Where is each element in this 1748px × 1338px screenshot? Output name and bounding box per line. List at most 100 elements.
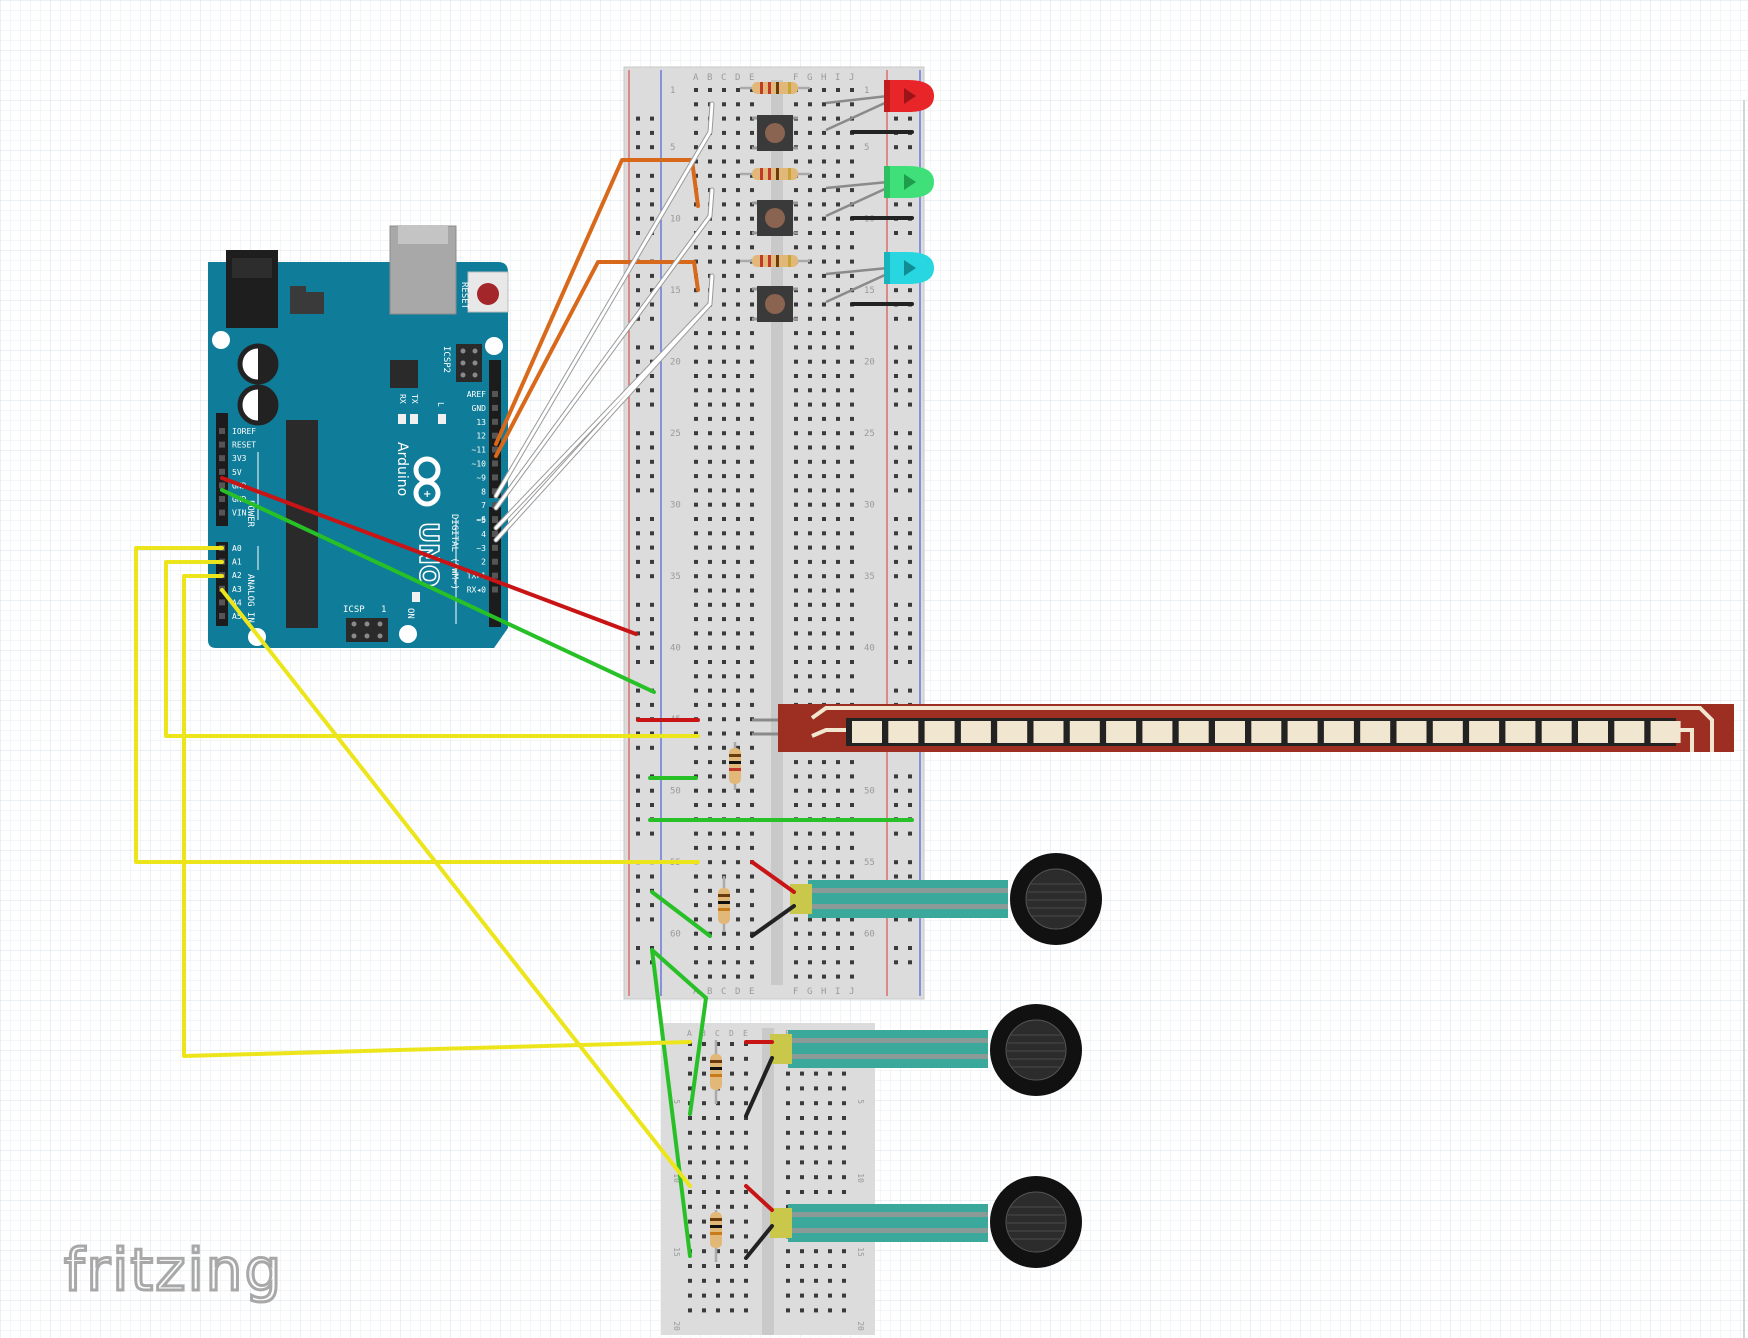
digital-pin-label: ~3 [476,544,486,553]
resistor-fsr-2[interactable] [710,1040,722,1104]
push-button-2[interactable] [752,200,798,236]
wires-yellow[interactable] [134,546,700,1188]
row-label: 20 [670,358,681,368]
column-label: C [721,73,726,83]
column-label: J [849,987,854,997]
column-label: J [849,73,854,83]
wires-orange[interactable] [494,158,700,458]
column-label: C [715,1029,720,1038]
resistor-flex[interactable] [729,742,741,790]
wires-black[interactable] [744,904,796,1260]
flex-sensor[interactable] [752,704,1734,752]
digital-pin-label: RX◂0 [467,586,486,595]
wires-white[interactable] [493,101,715,543]
digital-label: DIGITAL (PWM~) [449,514,459,590]
digital-pin-label: GND [472,404,487,413]
row-label: 15 [856,1247,865,1257]
row-label: 35 [670,572,681,582]
column-label: F [785,1029,790,1038]
fritzing-watermark: fritzing [64,1236,283,1304]
rx-label: RX [398,394,407,404]
analog-pin-label: A0 [232,544,242,553]
column-label: D [729,1029,734,1038]
row-label: 60 [864,930,875,940]
arduino-uno[interactable]: RESET ICSP2 TX RX L + Arduino UNO ON ICS… [208,225,509,648]
column-label: A [693,987,699,997]
column-label: E [749,987,754,997]
row-label: 20 [672,1321,681,1331]
digital-pin-label: TX▸1 [467,572,486,581]
column-label: A [687,1029,692,1038]
column-label: B [707,73,712,83]
resistor-led-red[interactable] [740,82,810,94]
row-label: 15 [864,286,875,296]
wires-green[interactable] [220,488,914,1258]
row-label: 55 [864,858,875,868]
row-label: 10 [670,215,681,225]
icsp-pin1-label: 1 [381,605,386,615]
column-label: B [701,1029,706,1038]
row-label: 60 [670,930,681,940]
digital-pin-label: ~6 [476,515,486,524]
column-label: F [793,987,798,997]
row-label: 5 [670,143,675,153]
on-label: ON [405,608,415,619]
ground-jumpers[interactable] [850,130,914,306]
reset-button[interactable] [467,271,509,313]
digital-pin-label: 12 [476,432,486,441]
column-label: I [835,73,840,83]
led-green[interactable] [825,166,934,218]
digital-pin-label: 7 [481,501,486,510]
analog-pin-label: A3 [232,585,242,594]
column-label: E [749,73,754,83]
analog-pin-label: A1 [232,558,242,567]
analog-pin-label: A5 [232,612,242,621]
column-label: G [807,73,812,83]
force-sensor-2[interactable] [770,1004,1082,1096]
row-label: 30 [864,501,875,511]
row-label: 20 [856,1321,865,1331]
analog-label: ANALOG IN [245,574,255,623]
digital-pin-label: ~10 [472,460,487,469]
row-label: 30 [670,501,681,511]
digital-pin-label: 2 [481,558,486,567]
row-label: 25 [670,429,681,439]
row-label: 40 [670,644,681,654]
digital-pin-label: ~5 [476,516,486,525]
digital-pin-label: 8 [481,487,486,496]
digital-pin-label: AREF [467,390,486,399]
l-led-label: L [436,402,445,407]
led-red[interactable] [825,80,934,132]
resistor-fsr-1[interactable] [718,876,730,932]
digital-pin-label: ~9 [476,473,486,482]
push-button-3[interactable] [752,286,798,322]
resistor-led-cyan[interactable] [740,255,810,267]
resistor-led-green[interactable] [740,168,810,180]
icsp-label: ICSP [343,605,365,615]
row-label: 50 [864,787,875,797]
arduino-logo: + [413,456,441,507]
column-label: F [793,73,798,83]
push-button-1[interactable] [752,115,798,151]
row-label: 35 [864,572,875,582]
arduino-name: Arduino [394,442,410,496]
resistor-fsr-3[interactable] [710,1210,722,1262]
digital-pin-label: 13 [476,418,486,427]
force-sensor-1[interactable] [790,853,1102,945]
row-label: 1 [864,86,869,96]
reset-label: RESET [459,282,469,310]
led-cyan[interactable] [825,252,934,304]
fritzing-logo: fritzing [63,1235,283,1306]
row-label: 40 [864,644,875,654]
row-label: 50 [670,787,681,797]
column-label: D [735,73,740,83]
column-label: C [721,987,726,997]
column-label: I [835,987,840,997]
icsp2-label: ICSP2 [441,346,451,373]
wires-red[interactable] [220,476,796,1212]
column-label: H [821,987,826,997]
row-label: 15 [672,1247,681,1257]
force-sensor-3[interactable] [770,1176,1082,1268]
row-label: 5 [856,1099,865,1104]
